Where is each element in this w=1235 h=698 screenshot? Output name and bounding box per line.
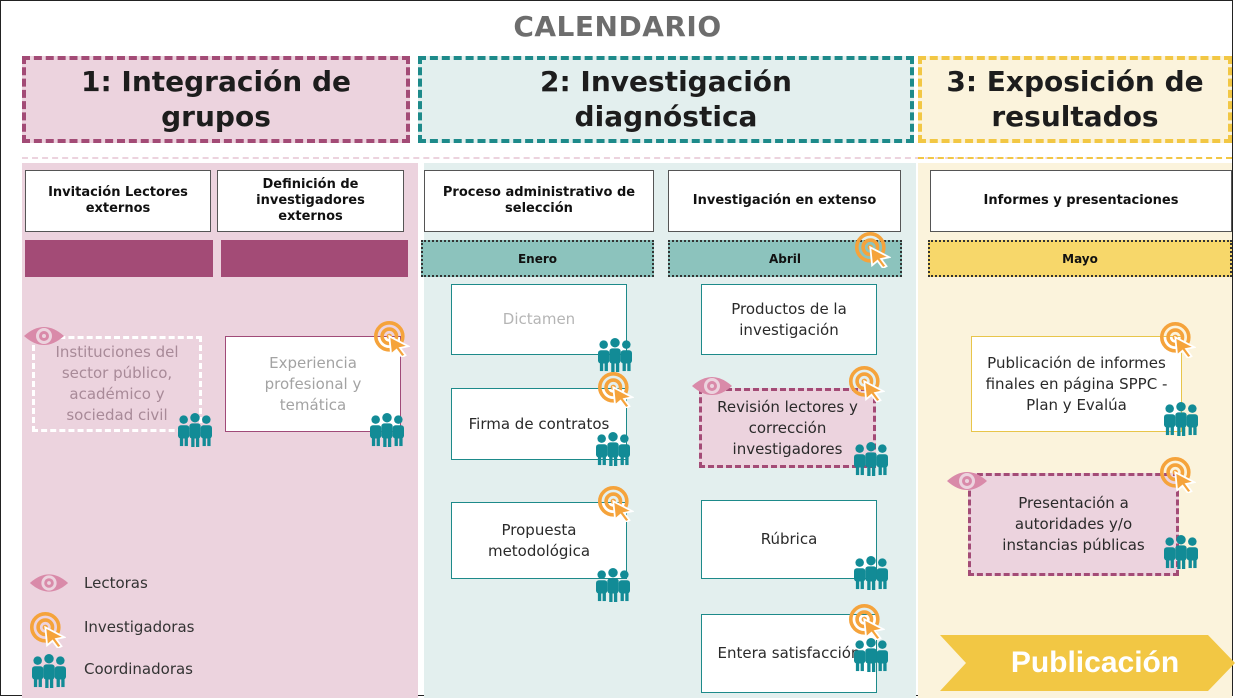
card-instituciones: Instituciones del sector público, académ…: [32, 336, 202, 432]
column-header-proceso-label: Proceso administrativo de selección: [442, 184, 636, 216]
eye-icon: [28, 568, 70, 598]
separator-line: [22, 157, 1232, 159]
eye-icon: [22, 321, 66, 355]
phase-2-label: 2: Investigación diagnóstica: [540, 65, 792, 133]
card-rubrica: Rúbrica: [701, 500, 877, 579]
target-cursor-icon: [1160, 322, 1196, 362]
timeline-bar-2: [221, 240, 408, 277]
people-group-icon: [176, 413, 214, 451]
people-group-icon: [1162, 535, 1200, 573]
phase-1-header: 1: Integración de grupos: [22, 56, 410, 143]
people-group-icon: [852, 442, 890, 480]
card-firma-text: Firma de contratos: [468, 414, 610, 433]
people-group-icon: [596, 338, 634, 376]
phase-3-header: 3: Exposición de resultados: [918, 56, 1232, 143]
people-group-icon: [1162, 402, 1200, 440]
legend-investigadoras-label: Investigadoras: [84, 618, 195, 636]
column-header-proceso: Proceso administrativo de selección: [424, 170, 654, 232]
phase-1-label: 1: Integración de grupos: [80, 65, 352, 133]
column-header-invitacion-label: Invitación Lectores externos: [48, 184, 188, 216]
card-entera: Entera satisfacción: [701, 614, 877, 693]
column-header-definicion: Definición de investigadores externos: [217, 170, 404, 232]
column-header-informes-label: Informes y presentaciones: [983, 192, 1179, 208]
timeline-bar-1: [25, 240, 213, 277]
publicacion-banner-label: Publicación: [1010, 646, 1180, 679]
card-rubrica-text: Rúbrica: [760, 530, 818, 548]
column-header-investigacion-label: Investigación en extenso: [692, 192, 877, 208]
target-cursor-icon: [1160, 457, 1196, 497]
target-cursor-icon: [30, 612, 66, 648]
month-bar-enero: Enero: [421, 240, 654, 277]
card-propuesta-text: Propuesta metodológica: [487, 520, 591, 560]
legend-coordinadoras-label: Coordinadoras: [84, 660, 193, 678]
people-group-icon: [852, 556, 890, 594]
separator-line-gold: [918, 157, 1232, 159]
card-publicacion-informes: Publicación de informes finales en págin…: [971, 336, 1182, 432]
people-group-icon: [594, 568, 632, 606]
column-header-investigacion: Investigación en extenso: [668, 170, 901, 232]
column-header-invitacion: Invitación Lectores externos: [25, 170, 211, 232]
target-cursor-icon: [374, 321, 410, 361]
card-presentacion-text: Presentación a autoridades y/o instancia…: [1002, 494, 1145, 554]
target-cursor-icon: [855, 232, 891, 272]
card-revision: Revisión lectores y corrección investiga…: [699, 388, 876, 468]
card-dictamen-text: Dictamen: [502, 310, 576, 328]
page-title: CALENDARIO: [513, 10, 722, 43]
month-abril-label: Abril: [768, 251, 802, 266]
people-group-icon: [30, 654, 68, 688]
card-instituciones-text: Instituciones del sector público, académ…: [55, 343, 179, 424]
phase-3-label: 3: Exposición de resultados: [946, 65, 1204, 133]
card-revision-text: Revisión lectores y corrección investiga…: [717, 397, 858, 458]
card-dictamen: Dictamen: [451, 284, 627, 355]
target-cursor-icon: [598, 486, 634, 526]
legend: Lectoras Investigadoras Coordinadoras: [28, 568, 268, 694]
card-productos: Productos de la investigación: [701, 284, 877, 355]
card-experiencia-text: Experiencia profesional y temática: [264, 353, 362, 414]
month-bar-mayo: Mayo: [928, 240, 1232, 277]
people-group-icon: [368, 413, 406, 451]
target-cursor-icon: [598, 372, 634, 412]
month-mayo-label: Mayo: [1062, 251, 1098, 266]
people-group-icon: [594, 432, 632, 470]
column-header-informes: Informes y presentaciones: [930, 170, 1232, 232]
card-propuesta: Propuesta metodológica: [451, 502, 627, 579]
publicacion-banner: Publicación: [940, 635, 1235, 691]
eye-icon: [690, 371, 734, 405]
card-productos-text: Productos de la investigación: [731, 299, 847, 339]
people-group-icon: [852, 638, 890, 676]
banner-arrow-shape: [940, 635, 1235, 691]
card-entera-text: Entera satisfacción: [717, 644, 861, 662]
legend-lectoras-label: Lectoras: [84, 574, 148, 592]
eye-icon: [945, 466, 989, 500]
target-cursor-icon: [849, 366, 885, 406]
card-publicacion-informes-text: Publicación de informes finales en págin…: [985, 353, 1168, 414]
month-enero-label: Enero: [517, 251, 558, 266]
card-presentacion: Presentación a autoridades y/o instancia…: [968, 473, 1179, 576]
card-experiencia: Experiencia profesional y temática: [225, 336, 401, 432]
column-header-definicion-label: Definición de investigadores externos: [256, 176, 365, 225]
phase-2-header: 2: Investigación diagnóstica: [418, 56, 914, 143]
